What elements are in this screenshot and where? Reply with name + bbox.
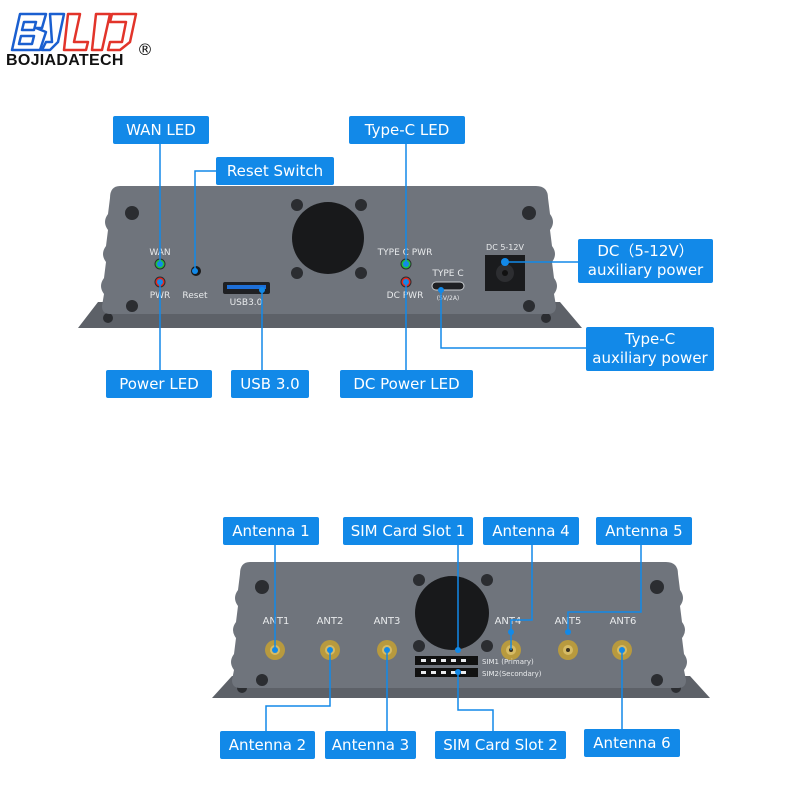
label-dc: DC 5-12V	[486, 243, 524, 252]
callout-dc-aux-line1: DC（5-12V）	[597, 242, 694, 260]
callout-usb3: USB 3.0	[231, 370, 309, 398]
callout-dc-power-led: DC Power LED	[340, 370, 473, 398]
rear-leader-lines	[265, 545, 642, 731]
callout-reset-switch: Reset Switch	[216, 157, 334, 185]
label-dc-pwr: DC PWR	[387, 291, 424, 301]
label-ant6: ANT6	[610, 616, 637, 627]
registered-mark: ®	[137, 40, 153, 59]
label-reset: Reset	[182, 291, 208, 301]
label-ant1: ANT1	[263, 616, 290, 627]
callout-wan-led: WAN LED	[113, 116, 209, 144]
brand-name: BOJIADATECH	[6, 52, 124, 69]
callout-sim-slot-1: SIM Card Slot 1	[343, 517, 473, 545]
label-ant2: ANT2	[317, 616, 344, 627]
callout-antenna-6: Antenna 6	[584, 729, 680, 757]
callout-antenna-4: Antenna 4	[483, 517, 579, 545]
label-usb: USB3.0	[230, 298, 263, 308]
callout-power-led: Power LED	[106, 370, 212, 398]
label-ant3: ANT3	[374, 616, 401, 627]
callout-type-c-aux-line2: auxiliary power	[592, 349, 708, 367]
callout-type-c-aux-power: Type-C auxiliary power	[586, 327, 714, 371]
label-ant4: ANT4	[495, 616, 522, 627]
callout-antenna-1: Antenna 1	[223, 517, 319, 545]
brand-logo-icon	[10, 12, 138, 52]
callout-type-c-led: Type-C LED	[349, 116, 465, 144]
rear-leader-dots	[272, 629, 625, 675]
label-type-c-sub: (5V/2A)	[437, 295, 460, 302]
label-sim2: SIM2(Secondary)	[482, 670, 542, 678]
callout-sim-slot-2: SIM Card Slot 2	[435, 731, 566, 759]
callout-dc-aux-power: DC（5-12V） auxiliary power	[578, 239, 713, 283]
callout-antenna-2: Antenna 2	[220, 731, 315, 759]
callout-antenna-3: Antenna 3	[325, 731, 416, 759]
label-type-c: TYPE C	[431, 269, 463, 279]
callout-type-c-aux-line1: Type-C	[624, 330, 676, 348]
callout-antenna-5: Antenna 5	[596, 517, 692, 545]
front-leader-lines	[159, 144, 586, 370]
front-leader-dots	[157, 258, 509, 293]
label-type-c-pwr: TYPE C PWR	[377, 248, 433, 258]
label-sim1: SIM1 (Primary)	[482, 658, 534, 666]
callout-dc-aux-line2: auxiliary power	[587, 261, 704, 279]
